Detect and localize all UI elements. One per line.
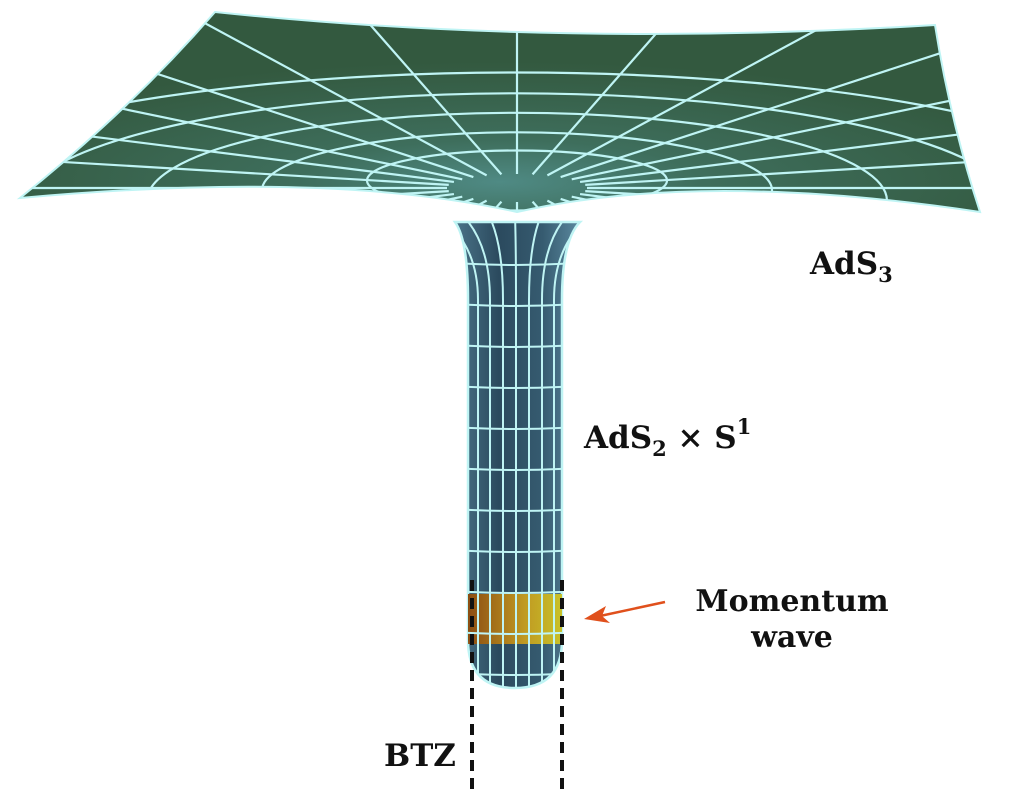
- sheet-grid-radial: [315, 12, 503, 176]
- arrow-shaft: [599, 600, 666, 618]
- sheet-grid-radial: [125, 199, 488, 212]
- tube-grid-meridian: [490, 222, 504, 688]
- sheet-grid-radial: [20, 195, 463, 212]
- sheet-grid-radial: [20, 43, 463, 181]
- tube-grid-meridian: [541, 222, 563, 688]
- tube-grid-meridian: [467, 222, 491, 688]
- ads3-label: AdS3: [810, 246, 893, 287]
- sheet-grid-radial: [560, 12, 980, 179]
- momentum-wave-label: Momentum wave: [695, 584, 889, 655]
- tube-grid-meridian: [528, 222, 540, 688]
- btz-label: BTZ: [384, 738, 456, 774]
- sheet-grid-radial: [571, 43, 980, 181]
- sheet-grid-radial: [531, 12, 719, 176]
- tube-grid-meridian: [455, 222, 479, 688]
- throat-tube: [452, 220, 584, 690]
- sheet-grid-radial: [20, 197, 474, 212]
- sheet-grid-radial: [585, 135, 980, 186]
- ads2-s1-label: AdS2 × S1: [584, 414, 752, 461]
- arrow-head-icon: [584, 606, 610, 623]
- tube-grid: [455, 222, 580, 688]
- sheet-grid-radial: [579, 87, 980, 184]
- sheet-grid-radial: [20, 190, 449, 212]
- sheet-grid-radial: [20, 192, 455, 212]
- sheet-grid-radial: [546, 199, 909, 212]
- sheet-grid-radial: [560, 197, 980, 212]
- sheet-grid-radial: [571, 195, 980, 212]
- tube-grid-meridian: [514, 222, 517, 688]
